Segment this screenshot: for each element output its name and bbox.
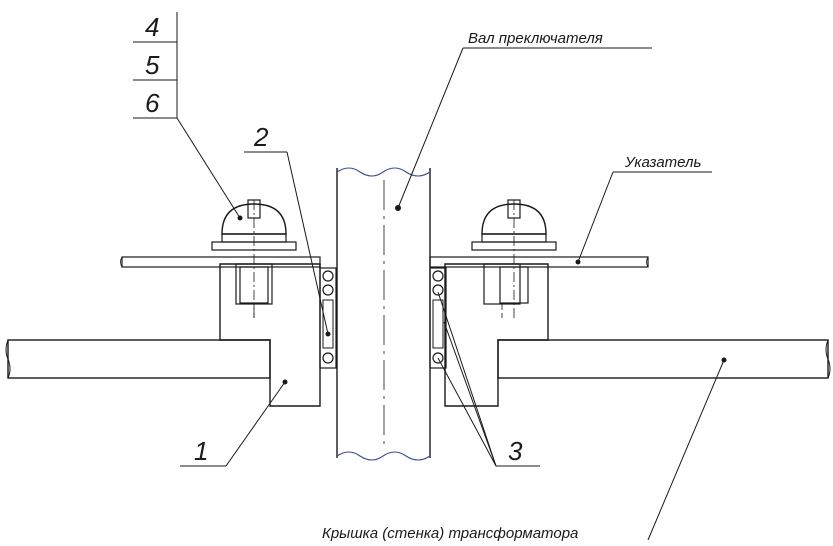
screw-right bbox=[471, 199, 557, 320]
label-indicator: Указатель bbox=[624, 154, 701, 171]
label-shaft: Вал преключателя bbox=[468, 30, 603, 47]
screw-left bbox=[211, 199, 297, 320]
label-pos-4: 4 bbox=[145, 12, 159, 42]
label-pos-1: 1 bbox=[194, 436, 208, 466]
label-pos-3: 3 bbox=[508, 436, 523, 466]
label-cover: Крышка (стенка) трансформатора bbox=[322, 525, 578, 542]
label-pos-5: 5 bbox=[145, 50, 160, 80]
switch-shaft bbox=[336, 167, 431, 461]
leader-lines bbox=[133, 12, 727, 541]
seal-right bbox=[429, 267, 447, 369]
seal-left bbox=[319, 267, 337, 369]
cover-plate bbox=[5, 339, 831, 379]
label-pos-2: 2 bbox=[253, 122, 269, 152]
label-pos-6: 6 bbox=[145, 88, 160, 118]
